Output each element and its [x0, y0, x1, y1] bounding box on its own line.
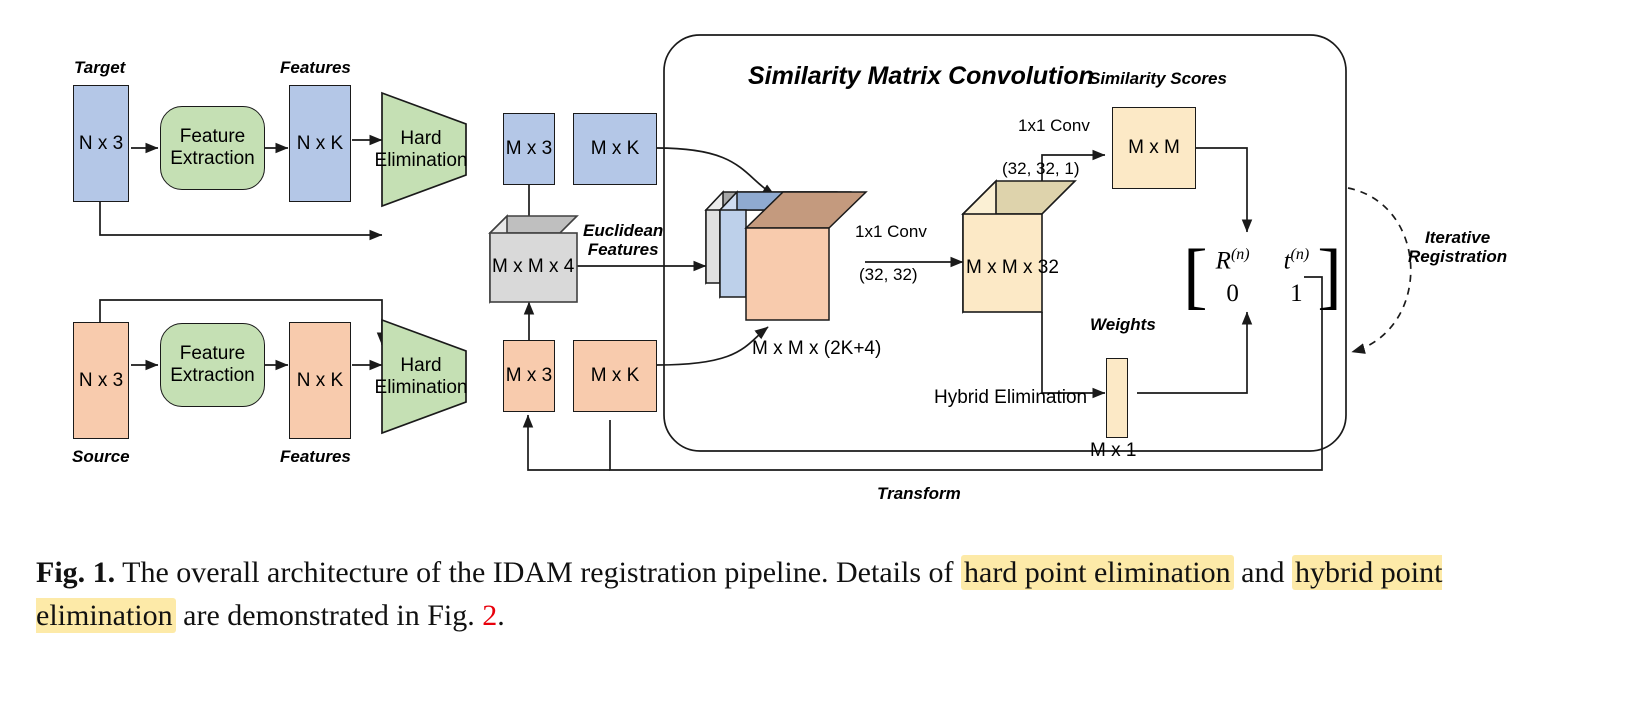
- target-feature-extraction-label: Feature Extraction: [170, 126, 255, 169]
- conv1-output-label: M x M x 32: [966, 257, 1059, 278]
- similarity-scores-title: Similarity Scores: [1089, 69, 1227, 88]
- target-features-label: Features: [280, 58, 351, 77]
- caption-part-2: and: [1233, 556, 1292, 589]
- target-input-box-label: N x 3: [78, 132, 124, 154]
- caption-figure-number: Fig. 1.: [36, 556, 116, 589]
- transform-edge-label: Transform: [877, 484, 961, 503]
- source-input-box-label: N x 3: [78, 369, 124, 391]
- target-hard-elimination-label: Hard Elimination: [374, 127, 468, 171]
- source-out-coords-box: M x 3: [503, 340, 555, 412]
- euclidean-features-cube: [488, 214, 579, 304]
- conv1-params: (32, 32): [859, 265, 918, 284]
- target-out-coords-label: M x 3: [505, 138, 553, 159]
- target-features-box: N x K: [289, 85, 351, 202]
- source-features-box-label: N x K: [296, 369, 344, 391]
- target-features-box-label: N x K: [296, 132, 344, 154]
- source-input-box: N x 3: [73, 322, 129, 439]
- target-feature-extraction: Feature Extraction: [160, 106, 265, 190]
- hybrid-elimination-label: Hybrid Elimination: [934, 387, 1088, 408]
- hard-elimination-source-shape: [381, 318, 467, 435]
- target-input-box: N x 3: [73, 85, 129, 202]
- source-label: Source: [72, 447, 130, 466]
- target-out-features-box: M x K: [573, 113, 657, 185]
- conv1-name: 1x1 Conv: [855, 222, 927, 241]
- iterative-registration-loop: [1347, 187, 1412, 354]
- source-features-label: Features: [280, 447, 351, 466]
- diagram-vector-layer: [99, 34, 1412, 471]
- figure-caption: Fig. 1. The overall architecture of the …: [36, 552, 1536, 637]
- matrix-left-bracket: [: [1183, 235, 1208, 318]
- hard-elimination-target-shape: [381, 91, 467, 208]
- similarity-scores-box: M x M: [1112, 107, 1196, 189]
- caption-figure-reference[interactable]: 2: [482, 598, 498, 632]
- conv2-params: (32, 32, 1): [1002, 159, 1080, 178]
- caption-part-3: are demonstrated in Fig.: [175, 598, 483, 632]
- weights-box-label: M x 1: [1090, 440, 1137, 461]
- source-hard-elimination: Hard Elimination: [374, 320, 468, 433]
- caption-period: .: [497, 598, 505, 632]
- source-out-features-box: M x K: [573, 340, 657, 412]
- caption-highlight-hard: hard point elimination: [961, 555, 1234, 590]
- similarity-scores-box-label: M x M: [1128, 137, 1180, 158]
- matrix-cell-one: 1: [1290, 279, 1303, 307]
- iterative-registration-label: Iterative Registration: [1408, 228, 1508, 267]
- source-feature-extraction-label: Feature Extraction: [170, 343, 255, 386]
- source-out-features-label: M x K: [590, 365, 640, 386]
- euclidean-cube-label: M x M x 4: [492, 256, 575, 277]
- weights-title: Weights: [1090, 315, 1156, 334]
- similarity-matrix-convolution-title: Similarity Matrix Convolution: [748, 62, 1094, 90]
- source-feature-extraction: Feature Extraction: [160, 323, 265, 407]
- conv-output-cube: [961, 179, 1077, 314]
- caption-part-1: The overall architecture of the IDAM reg…: [115, 556, 961, 589]
- source-hard-elimination-label: Hard Elimination: [374, 354, 468, 398]
- matrix-cell-rotation: R(n): [1215, 246, 1250, 275]
- matrix-cell-translation: t(n): [1283, 246, 1310, 275]
- concat-feature-block: [704, 190, 868, 321]
- conv2-name: 1x1 Conv: [1018, 116, 1090, 135]
- source-features-box: N x K: [289, 322, 351, 439]
- matrix-right-bracket: ]: [1317, 235, 1342, 318]
- euclidean-features-edge-label: Euclidean Features: [583, 221, 664, 260]
- target-out-coords-box: M x 3: [503, 113, 555, 185]
- similarity-matrix-container: [663, 34, 1347, 452]
- transform-matrix: [ R(n) t(n) 0 1 ]: [1183, 233, 1342, 321]
- target-out-features-label: M x K: [590, 138, 640, 159]
- architecture-diagram: N x 3 Target Feature Extraction N x K Fe…: [72, 34, 1508, 503]
- weights-box: [1106, 358, 1128, 438]
- target-label: Target: [74, 58, 126, 77]
- concat-block-label: M x M x (2K+4): [752, 338, 882, 359]
- target-hard-elimination: Hard Elimination: [374, 93, 468, 206]
- source-out-coords-label: M x 3: [505, 365, 553, 386]
- matrix-cell-zero: 0: [1226, 279, 1239, 307]
